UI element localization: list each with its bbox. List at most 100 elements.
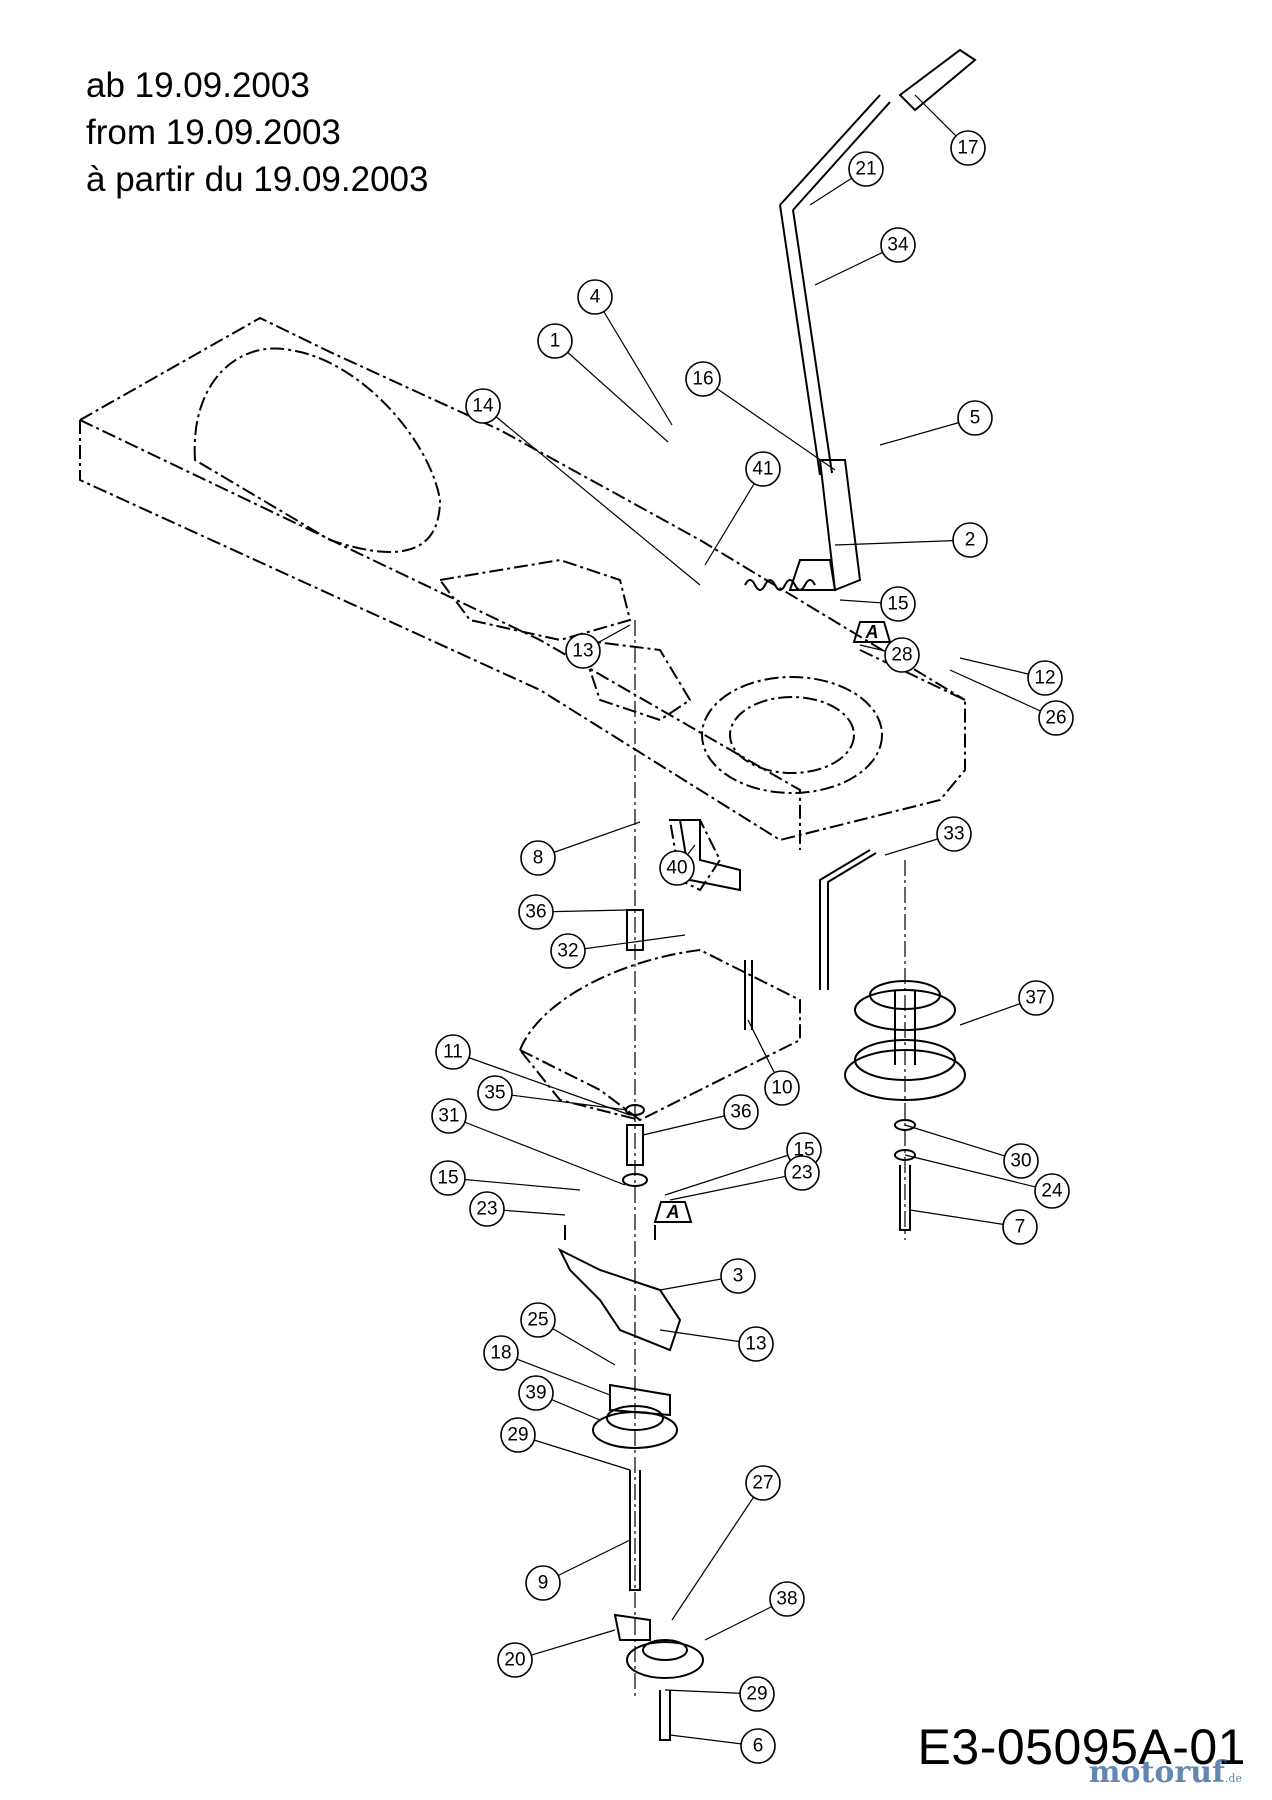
callout-number: 10 <box>771 1078 792 1099</box>
callout-number: 21 <box>855 159 876 180</box>
callout-10: 10 <box>747 1019 800 1106</box>
callout-number: 11 <box>443 1042 463 1063</box>
callout-circle <box>880 586 916 622</box>
callout-circle <box>525 1565 561 1601</box>
callout-number: 1 <box>550 331 561 352</box>
callout-circle <box>769 1581 805 1617</box>
callout-circle <box>848 151 884 187</box>
date-notice-fr: à partir du 19.09.2003 <box>86 160 429 199</box>
callout-leader <box>704 468 764 566</box>
callout-31: 31 <box>431 1098 626 1186</box>
callout-number: 2 <box>965 530 976 551</box>
callout-leader <box>904 1154 1053 1192</box>
callout-circle <box>1027 660 1063 696</box>
shift-lever <box>779 48 977 592</box>
callout-number: 13 <box>745 1334 766 1355</box>
callout-number: 23 <box>476 1199 497 1220</box>
callout-number: 25 <box>527 1310 548 1331</box>
callout-number: 9 <box>538 1573 549 1594</box>
callout-leader <box>537 821 641 859</box>
callout-circle <box>739 1676 775 1712</box>
callout-circle <box>1018 980 1054 1016</box>
callout-circle <box>500 1417 536 1453</box>
callout-36: 36 <box>642 1094 759 1136</box>
callout-8: 8 <box>520 821 641 876</box>
callout-circle <box>1038 700 1074 736</box>
callout-leader <box>500 1352 611 1396</box>
callout-23: 23 <box>669 1155 820 1201</box>
callout-circle <box>745 1465 781 1501</box>
callout-number: 13 <box>572 641 593 662</box>
callout-circle <box>784 1155 820 1191</box>
reference-marker-label: A <box>666 1202 680 1222</box>
callout-number: 20 <box>504 1650 525 1671</box>
axis-hardware <box>564 909 656 1240</box>
callout-number: 38 <box>776 1589 797 1610</box>
callout-circle <box>950 130 986 166</box>
callout-circle <box>477 1075 513 1111</box>
callout-21: 21 <box>809 151 884 206</box>
callout-circle <box>550 933 586 969</box>
callout-number: 37 <box>1025 988 1046 1009</box>
callout-leader <box>949 669 1057 719</box>
callout-29: 29 <box>664 1676 775 1712</box>
callout-circle <box>565 633 601 669</box>
callout-leader <box>452 1051 631 1116</box>
callout-number: 40 <box>666 858 687 879</box>
callout-circle <box>723 1094 759 1130</box>
transmission-outline <box>518 948 801 1122</box>
watermark-text: motoruf <box>1088 1755 1225 1790</box>
callout-number: 35 <box>484 1083 505 1104</box>
callout-leader <box>554 340 669 443</box>
callout-2: 2 <box>834 522 988 558</box>
callout-number: 18 <box>490 1343 511 1364</box>
callout-leader <box>494 1092 628 1111</box>
callout-number: 16 <box>692 369 713 390</box>
callout-18: 18 <box>483 1335 611 1396</box>
callout-circle <box>518 894 554 930</box>
callout-number: 33 <box>943 824 964 845</box>
callout-30: 30 <box>904 1124 1039 1179</box>
callout-circle <box>435 1034 471 1070</box>
idler-pulley-upper <box>592 1383 678 1591</box>
callout-number: 29 <box>507 1425 528 1446</box>
callout-circle <box>957 400 993 436</box>
callout-number: 7 <box>1015 1217 1026 1238</box>
callout-36: 36 <box>518 894 628 930</box>
callout-circle <box>745 451 781 487</box>
callout-circle <box>880 227 916 263</box>
callout-33: 33 <box>884 816 972 856</box>
callout-leader <box>702 378 836 471</box>
callout-number: 8 <box>533 848 544 869</box>
callout-circle <box>431 1098 467 1134</box>
callout-number: 24 <box>1041 1181 1063 1202</box>
idler-arm <box>557 1247 682 1352</box>
callout-34: 34 <box>814 227 916 286</box>
callout-leader <box>669 1172 803 1201</box>
callout-circle <box>520 840 556 876</box>
date-notice-de: ab 19.09.2003 <box>86 66 310 105</box>
callout-24: 24 <box>904 1154 1070 1209</box>
callout-leader <box>671 1482 764 1621</box>
callout-number: 39 <box>525 1383 546 1404</box>
callout-32: 32 <box>550 933 686 969</box>
callout-circle <box>465 388 501 424</box>
callout-number: 12 <box>1034 668 1055 689</box>
drawing-number: E3-05095A-01 <box>917 1719 1246 1775</box>
engine-pulley <box>844 980 966 1231</box>
callout-leader <box>482 405 701 586</box>
callout-circle <box>520 1302 556 1338</box>
chassis-frame <box>79 316 966 892</box>
callout-circle <box>1034 1173 1070 1209</box>
callout-6: 6 <box>669 1728 776 1764</box>
callout-9: 9 <box>525 1539 631 1601</box>
callout-circle <box>936 816 972 852</box>
callout-circle <box>764 1070 800 1106</box>
callout-leader <box>594 296 673 426</box>
callout-5: 5 <box>879 400 993 446</box>
callout-number: 3 <box>733 1266 744 1287</box>
callout-circle <box>884 637 920 673</box>
callout-35: 35 <box>477 1075 628 1111</box>
callout-7: 7 <box>909 1209 1038 1245</box>
